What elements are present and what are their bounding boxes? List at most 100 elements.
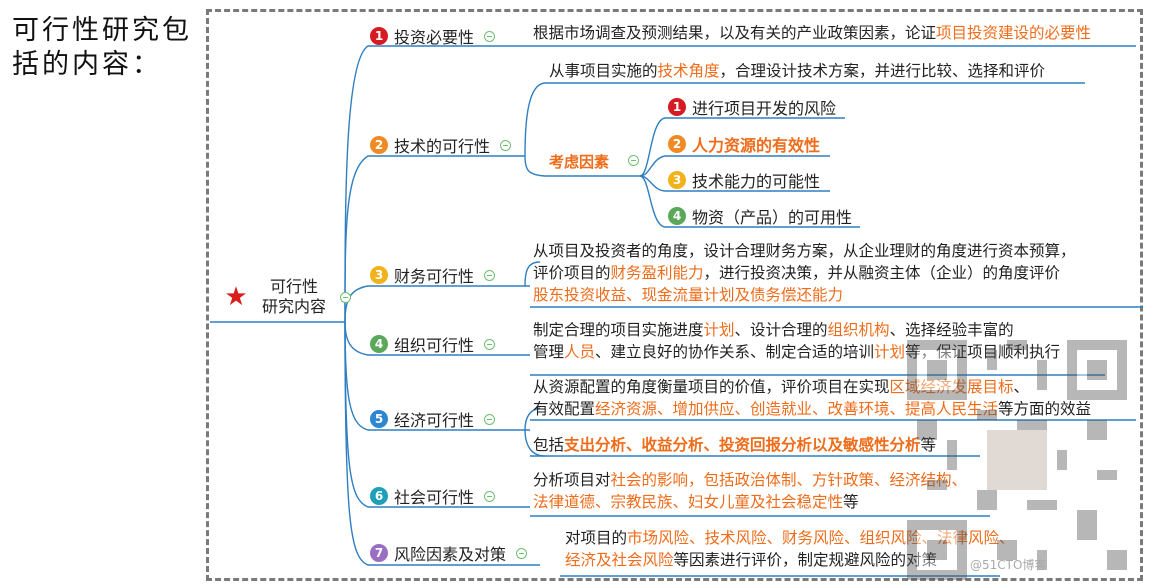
branch-label: 投资必要性 [394,28,475,47]
branch-4[interactable]: 4 组织可行性 [370,332,496,356]
collapse-icon[interactable] [340,291,351,303]
description-line: 管理人员、建立良好的协作关系、制定合适的培训计划等，保证项目顺利执行 [533,341,1060,363]
branch-2-description: 从事项目实施的技术角度，合理设计技术方案，并进行比较、选择和评价 [549,60,1045,82]
branch-label: 组织可行性 [394,336,475,355]
factor-text: 人力资源的有效性 [692,136,821,155]
collapse-icon[interactable] [484,338,496,350]
number-2-icon: 2 [370,136,388,154]
highlight-text: 财务盈利能力 [610,264,704,282]
number-1-icon: 1 [370,27,388,45]
text: ，进行投资决策，并从融资主体（企业）的角度评价 [703,264,1061,282]
description-line: 股东投资收益、现金流量计划及债务偿还能力 [533,284,1076,306]
description-line: 法律道德、宗教民族、妇女儿童及社会稳定性等 [533,491,967,513]
branch-1[interactable]: 1 投资必要性 [370,24,496,48]
branch-6[interactable]: 6 社会可行性 [370,484,496,508]
text: 等方面的效益 [998,400,1092,418]
collapse-icon[interactable] [628,155,639,166]
highlight-text: 计划 [874,343,906,361]
qr-code-watermark [907,340,1127,580]
number-4-icon: 4 [370,335,388,353]
branch-3-description: 从项目及投资者的角度，设计合理财务方案，从企业理财的角度进行资本预算， 评价项目的… [533,240,1076,306]
description-line: 对项目的市场风险、技术风险、财务风险、组织风险、法律风险、 [565,527,1015,549]
text: 、建立良好的协作关系、制定合适的培训 [595,343,875,361]
collapse-icon[interactable] [484,269,496,281]
factor-3: 3 技术能力的可能性 [668,168,820,192]
branch-6-description: 分析项目对社会的影响，包括政治体制、方针政策、经济结构、法律道德、宗教民族、妇女… [533,469,967,513]
text: 制定合理的项目实施进度 [533,321,704,339]
factor-text: 技术能力的可能性 [692,172,821,191]
side-title: 可行性研究包括的内容： [12,15,192,80]
text: 等因素进行评价，制定规避风险的对策 [673,551,938,569]
text: 从资源配置的角度衡量项目的价值，评价项目在实现 [533,378,890,396]
factor-4: 4 物资（产品）的可用性 [668,204,852,228]
collapse-icon[interactable] [484,413,496,425]
number-4-icon: 4 [668,207,686,225]
collapse-icon[interactable] [516,547,528,559]
description-line: 从资源配置的角度衡量项目的价值，评价项目在实现区域经济发展目标、 [533,376,1091,398]
description-line: 制定合理的项目实施进度计划、设计合理的组织机构、选择经验丰富的 [533,319,1060,341]
branch-5-analysis: 包括支出分析、收益分析、投资回报分析以及敏感性分析等 [533,434,936,456]
text: 管理 [533,343,565,361]
description-line: 从项目及投资者的角度，设计合理财务方案，从企业理财的角度进行资本预算， [533,240,1076,262]
factor-text: 物资（产品）的可用性 [692,208,853,227]
text: 等，保证项目顺利执行 [905,343,1061,361]
description-line: 评价项目的财务盈利能力，进行投资决策，并从融资主体（企业）的角度评价 [533,262,1076,284]
collapse-icon[interactable] [500,139,512,151]
highlight-text: 经济及社会风险 [565,551,674,569]
number-5-icon: 5 [370,410,388,428]
branch-5[interactable]: 5 经济可行性 [370,407,496,431]
factor-text: 进行项目开发的风险 [692,99,837,118]
highlight-text: 组织机构 [827,321,890,339]
highlight-text: 人员 [564,343,596,361]
branch-4-description: 制定合理的项目实施进度计划、设计合理的组织机构、选择经验丰富的管理人员、建立良好… [533,319,1060,363]
text: 从事项目实施的 [549,62,658,80]
number-3-icon: 3 [668,171,686,189]
watermark: @51CTO博客 [970,558,1047,572]
collapse-icon[interactable] [484,490,496,502]
branch-label: 风险因素及对策 [394,545,507,564]
highlight-text: 法律道德、宗教民族、妇女儿童及社会稳定性 [533,493,844,511]
description-line: 有效配置经济资源、增加供应、创造就业、改善环境、提高人民生活等方面的效益 [533,398,1091,420]
text: 包括 [533,436,565,454]
number-3-icon: 3 [370,266,388,284]
highlight-text: 股东投资收益、现金流量计划及债务偿还能力 [533,286,844,304]
highlight-text: 支出分析、收益分析、投资回报分析以及敏感性分析 [564,436,921,454]
text: 等 [920,436,937,454]
collapse-icon[interactable] [484,30,496,42]
highlight-text: 技术角度 [657,62,720,80]
text: 等 [843,493,859,511]
factor-title: 考虑因素 [549,153,610,171]
text: 、选择经验丰富的 [889,321,1014,339]
text: 对项目的 [565,529,628,547]
branch-1-description: 根据市场调查及预测结果，以及有关的产业政策因素，论证项目投资建设的必要性 [533,22,1091,44]
branch-label: 经济可行性 [394,411,475,430]
number-7-icon: 7 [370,544,388,562]
star-icon: ★ [224,282,248,312]
text: 、设计合理的 [734,321,828,339]
root-node[interactable]: ★ 可行性 研究内容 [222,277,351,317]
number-6-icon: 6 [370,487,388,505]
highlight-text: 经济资源、增加供应、创造就业、改善环境、提高人民生活 [595,400,999,418]
text: ，合理设计技术方案，并进行比较、选择和评价 [719,62,1046,80]
text: 从项目及投资者的角度，设计合理财务方案，从企业理财的角度进行资本预算， [533,242,1076,260]
description-line: 分析项目对社会的影响，包括政治体制、方针政策、经济结构、 [533,469,967,491]
branch-label: 社会可行性 [394,488,475,507]
highlight-text: 区域经济发展目标 [890,378,1014,396]
number-1-icon: 1 [668,98,686,116]
branch-3[interactable]: 3 财务可行性 [370,263,496,287]
text: 有效配置 [533,400,596,418]
highlight-text: 计划 [703,321,735,339]
text: 评价项目的 [533,264,611,282]
branch-7-description: 对项目的市场风险、技术风险、财务风险、组织风险、法律风险、经济及社会风险等因素进… [565,527,1015,571]
branch-7[interactable]: 7 风险因素及对策 [370,541,528,565]
factor-1: 1 进行项目开发的风险 [668,95,836,119]
branch-label: 技术的可行性 [394,137,491,156]
factor-2: 2 人力资源的有效性 [668,132,820,156]
mindmap-frame [206,9,1143,581]
text: 分析项目对 [533,471,611,489]
highlight-text: 项目投资建设的必要性 [936,24,1092,42]
root-label: 可行性 研究内容 [261,277,326,316]
branch-2[interactable]: 2 技术的可行性 [370,133,512,157]
text: 根据市场调查及预测结果，以及有关的产业政策因素，论证 [533,24,937,42]
